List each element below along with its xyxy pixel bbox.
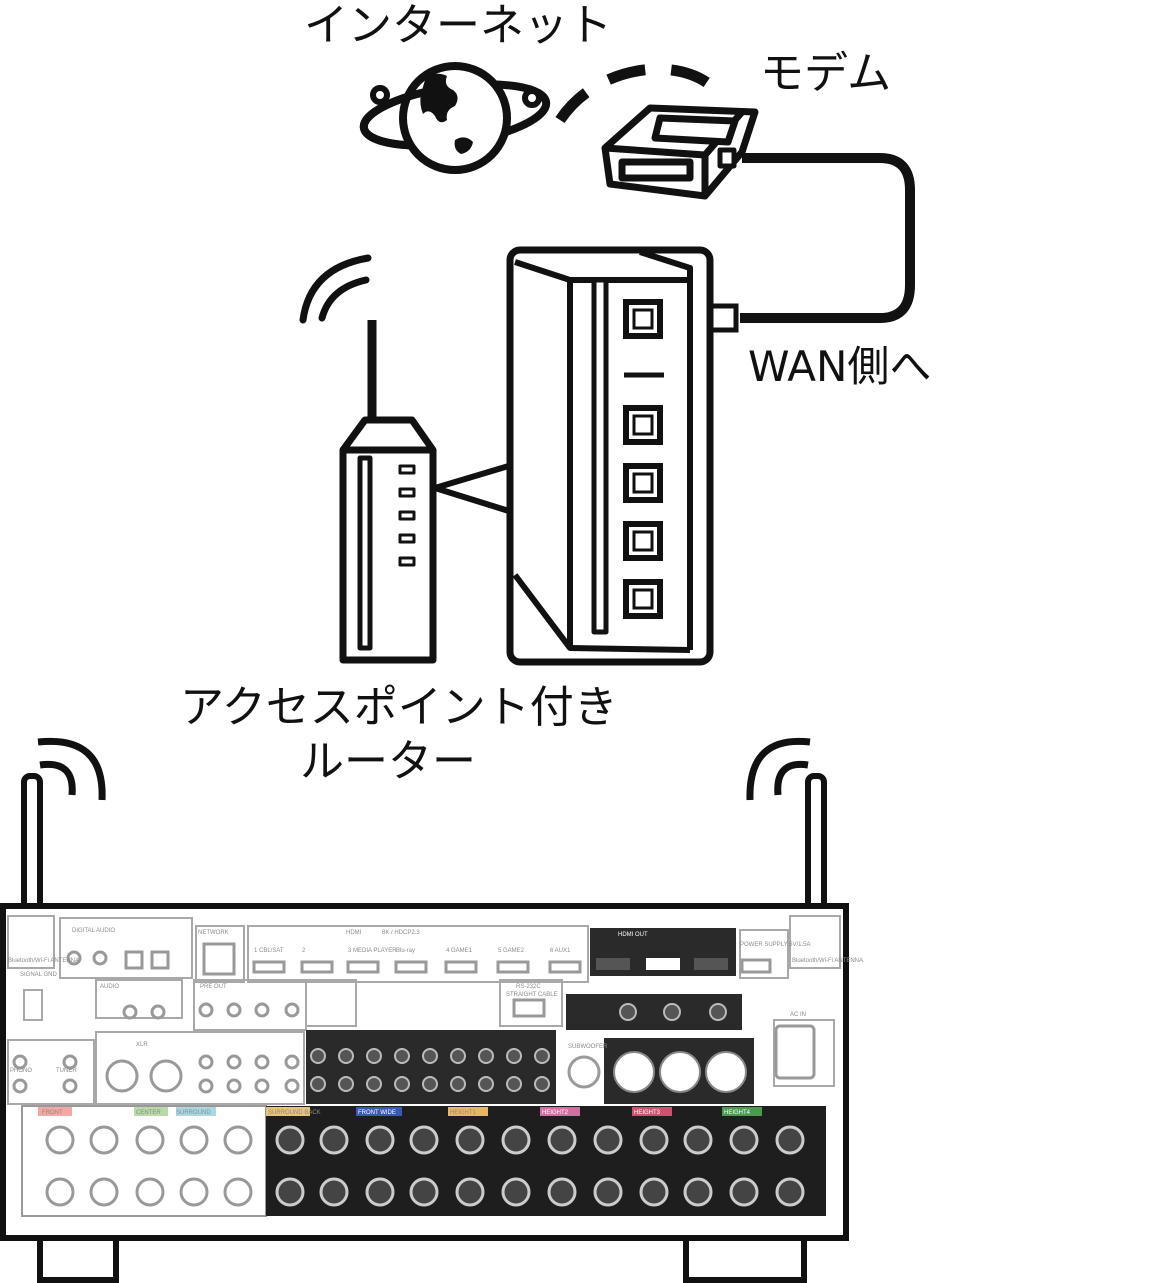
speaker-group-surround: SURROUND xyxy=(176,1110,211,1116)
balanced-label: BALANCED XLR PRE OUT xyxy=(596,1032,670,1038)
hdmi-input-label: 6 AUX1 xyxy=(550,948,571,954)
speakers-label: SPEAKERS xyxy=(402,1219,434,1225)
power-supply-label: POWER SUPPLY 5V/1.5A xyxy=(740,942,810,948)
hdmi-input-label: 4 GAME1 xyxy=(446,948,473,954)
wan-label: WAN側へ xyxy=(748,342,932,391)
speaker-group-height3: HEIGHT3 xyxy=(634,1110,661,1116)
hdmi-label: HDMI xyxy=(346,930,362,936)
router-icon xyxy=(339,320,437,664)
hdmi-input-label: 1 CBL/SAT xyxy=(254,948,284,954)
hdmi-input-label: 2 xyxy=(302,948,306,954)
lan-port-icon xyxy=(623,463,663,503)
hdmi-input-label: Blu-ray xyxy=(396,948,415,954)
network-label: NETWORK xyxy=(198,930,229,936)
router-detail-icon xyxy=(506,246,714,666)
router-wifi-icon xyxy=(299,254,372,324)
straight-cable-label: STRAIGHT CABLE xyxy=(506,992,558,998)
speaker-group-front-wide: FRONT WIDE xyxy=(358,1110,396,1116)
pre-out-label: PRE OUT xyxy=(200,984,227,990)
antenna-right-icon xyxy=(746,737,827,939)
speaker-group-height2: HEIGHT2 xyxy=(542,1110,569,1116)
lan-port-icon xyxy=(623,405,663,445)
speaker-group-surround-back: SURROUND BACK xyxy=(268,1110,321,1116)
av-receiver: DIGITAL AUDIO NETWORK HDMI 8K / HDCP2.3 … xyxy=(0,903,863,1283)
speaker-group-front: FRONT xyxy=(42,1110,63,1116)
subwoofer-label: SUBWOOFER xyxy=(568,1044,608,1050)
lan-ports xyxy=(623,299,663,619)
hdmi-input-label: 5 GAME2 xyxy=(498,948,525,954)
xlr-label: XLR xyxy=(136,1042,148,1048)
hdmi-out-label: HDMI OUT xyxy=(618,932,648,938)
speaker-group-height4: HEIGHT4 xyxy=(724,1110,751,1116)
tuner-label: TUNER xyxy=(56,1068,77,1074)
wan-cable xyxy=(740,153,915,323)
hdmi-input-label: 3 MEDIA PLAYER xyxy=(348,948,397,954)
globe-icon xyxy=(359,62,551,174)
modem-icon xyxy=(601,104,759,200)
lan-port-icon xyxy=(623,579,663,619)
signal-gnd-label: SIGNAL GND xyxy=(20,972,57,978)
hdmi-spec-label: 8K / HDCP2.3 xyxy=(382,930,420,936)
modem-label: モデム xyxy=(760,48,892,99)
wan-port-icon xyxy=(623,299,663,339)
internet-label: インターネット xyxy=(304,0,612,51)
speaker-group-center: CENTER xyxy=(136,1110,161,1116)
ac-in-label: AC IN xyxy=(790,1012,806,1018)
phono-label: PHONO xyxy=(10,1068,32,1074)
speaker-group-height1: HEIGHT1 xyxy=(450,1110,477,1116)
router-label-line1: アクセスポイント付き xyxy=(180,682,618,733)
digital-audio-label: DIGITAL AUDIO xyxy=(72,928,115,934)
audio-label: AUDIO xyxy=(100,984,119,990)
bt-antenna-right-label: Bluetooth/Wi-Fi ANTENNA xyxy=(792,958,863,964)
rs232c-label: RS-232C xyxy=(516,984,541,990)
router-label-line2: ルーター xyxy=(300,736,476,787)
callout-lines xyxy=(434,462,513,515)
wireless-link-icon xyxy=(555,63,725,124)
lan-port-icon xyxy=(623,521,663,561)
bt-antenna-left-label: Bluetooth/Wi-Fi ANTENNA xyxy=(8,958,79,964)
